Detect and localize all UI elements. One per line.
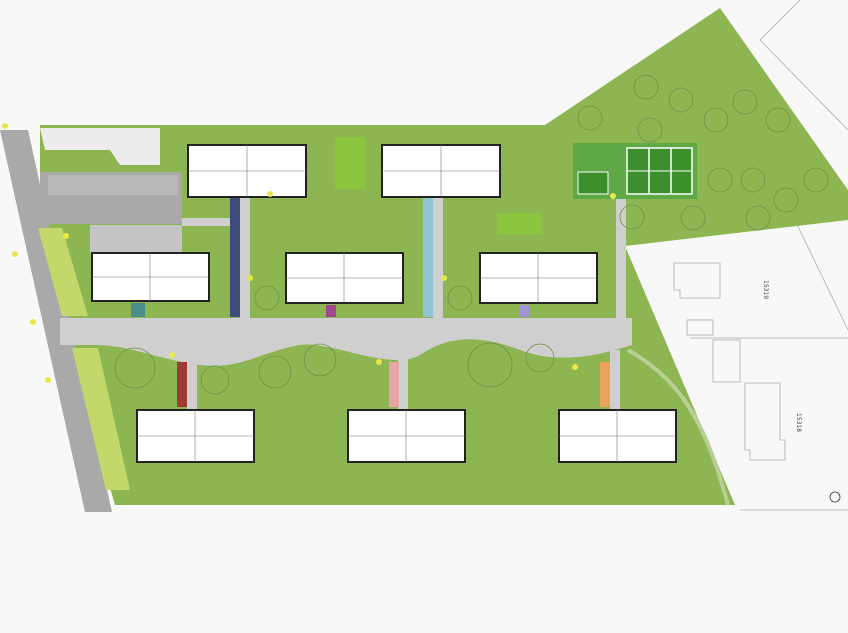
planting-strips [38,228,130,490]
buildings [91,144,677,463]
building-5 [479,252,598,304]
plot-label-15319: 15319 [762,280,769,299]
strip-lavender [520,305,530,317]
building-2 [381,144,501,198]
trees [114,74,829,395]
plot-label-15318: 15318 [795,413,802,432]
neighbor-parcels: 15319 15318 [673,0,848,511]
strip-orange [600,362,610,407]
strip-navy [230,195,240,317]
building-8 [558,409,677,463]
building-1 [187,144,307,198]
strip-blue [423,198,433,317]
building-7 [347,409,466,463]
roads [0,128,730,512]
entrance-strips [131,195,610,407]
lamp-icons [2,123,616,383]
strip-pink [389,362,399,407]
north-arrow-icon [829,491,841,503]
strip-red [177,362,187,407]
lawn-areas [40,8,848,505]
building-4 [285,252,404,304]
building-3 [91,252,210,302]
strip-magenta [326,305,336,317]
building-6 [136,409,255,463]
sport-courts [573,143,697,199]
